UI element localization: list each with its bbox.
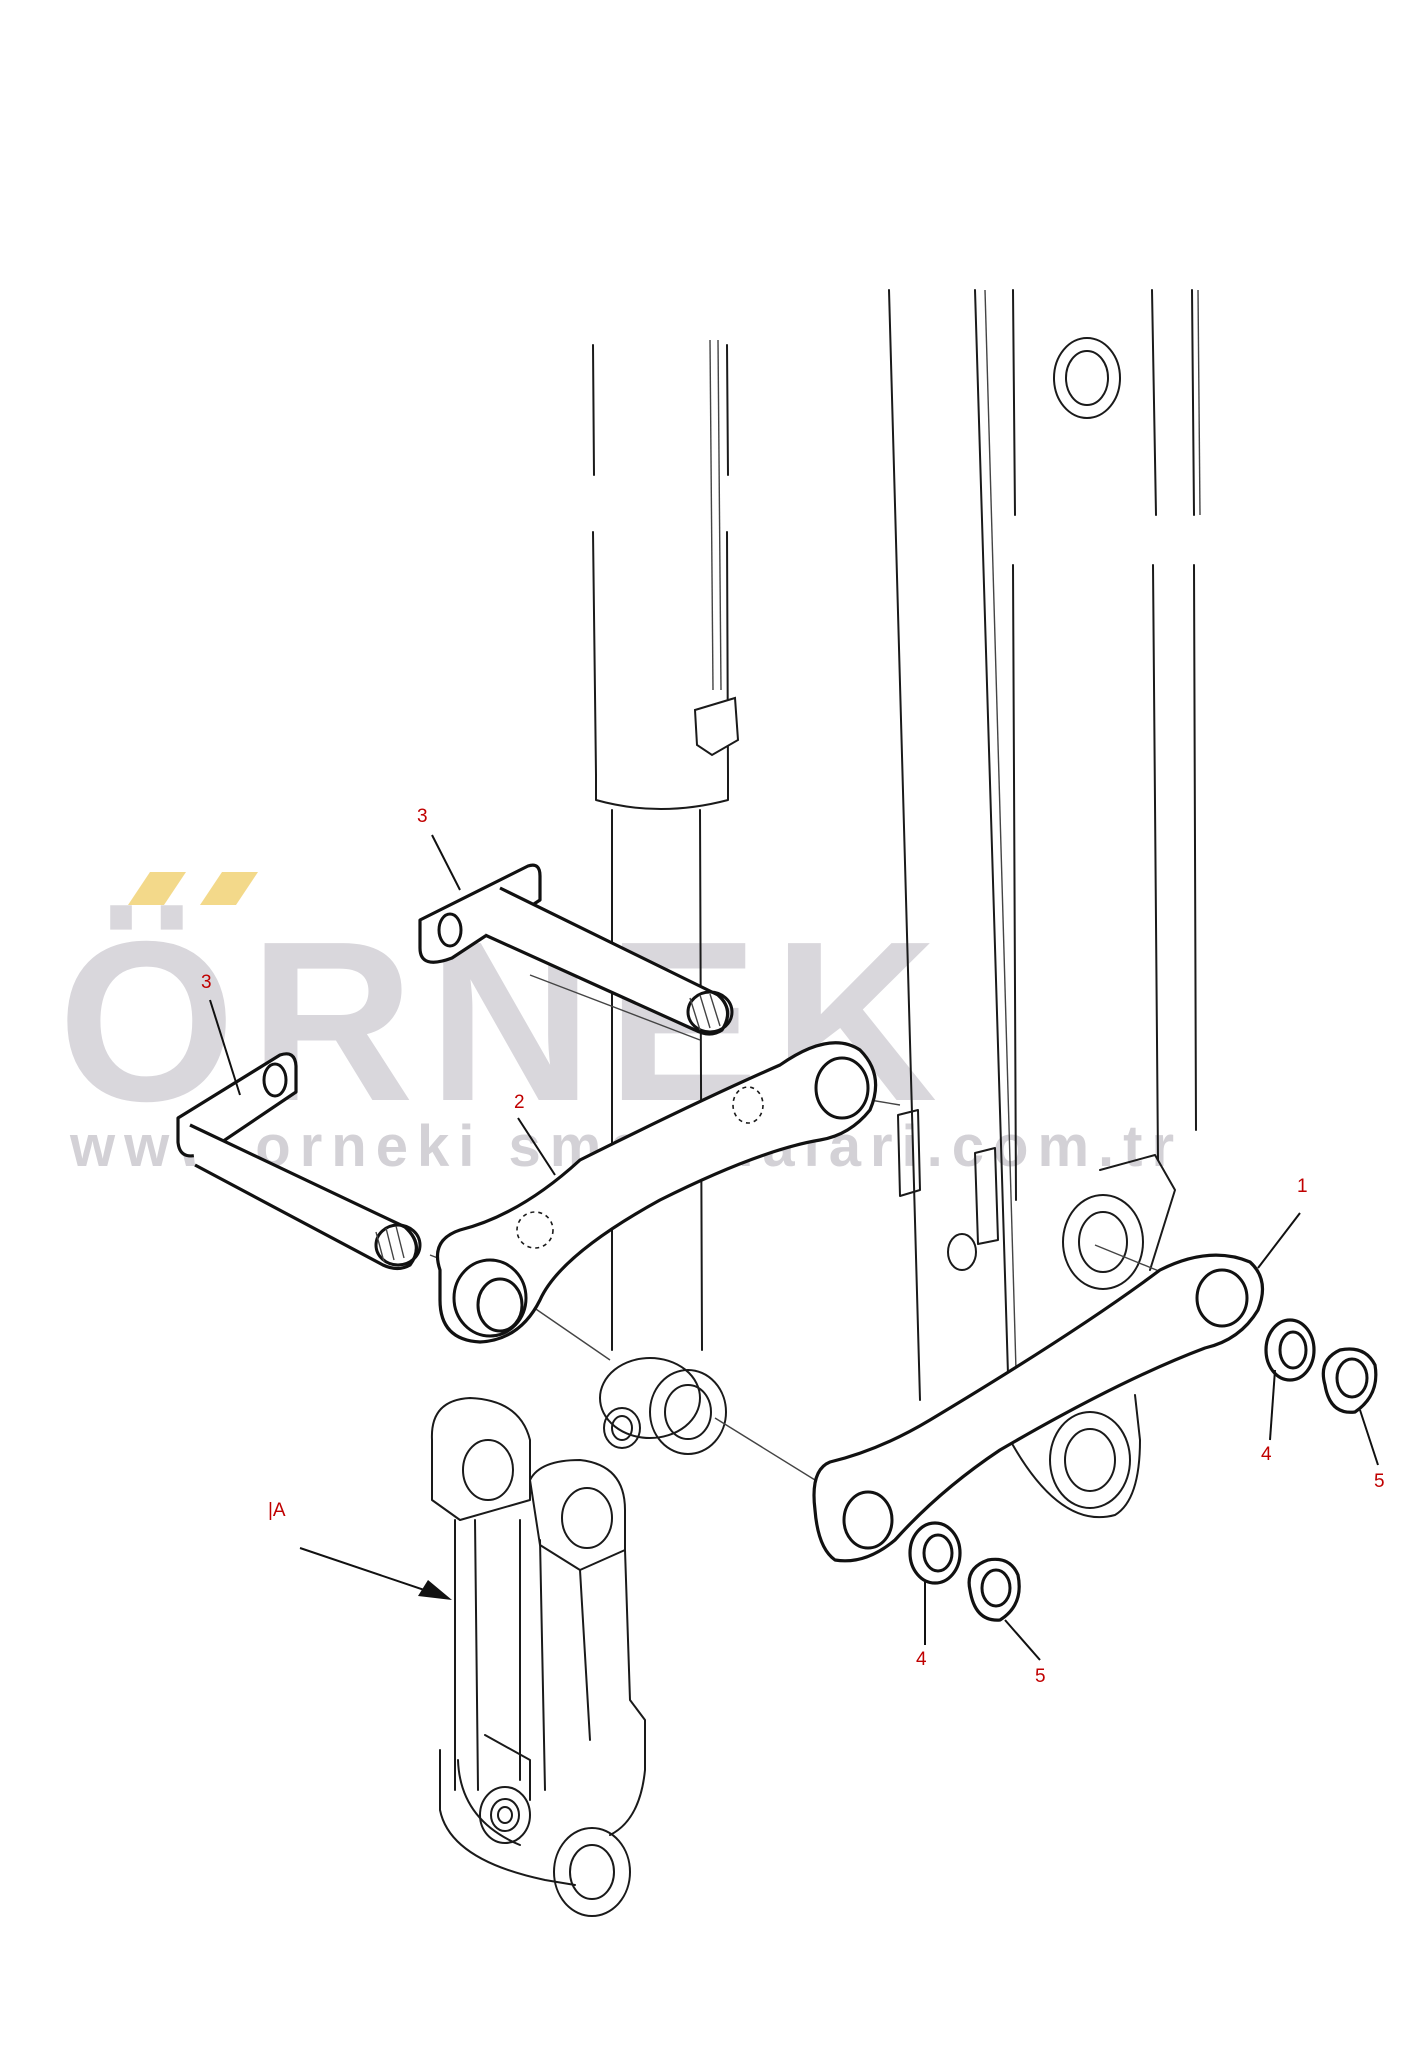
view-a-label: |A: [268, 1500, 286, 1521]
callout-labels: 1 2 3 3 4 4 5 5 |A: [201, 806, 1385, 1687]
nut-5-bottom: [967, 1557, 1021, 1622]
callout-5-right: 5: [1374, 1471, 1385, 1492]
callout-3-left: 3: [201, 972, 212, 993]
boom-structure: [888, 289, 1201, 1519]
watermark-accent-left: [128, 872, 186, 905]
link-1: [812, 1253, 1265, 1563]
link-2: [435, 1041, 878, 1344]
bucket-linkage: [430, 1397, 646, 1917]
callout-4-bottom: 4: [916, 1649, 927, 1670]
callout-3-top: 3: [417, 806, 428, 827]
pin-3-left: [176, 1052, 422, 1271]
washer-4-right: [1264, 1318, 1316, 1382]
pin-3-top: [418, 863, 734, 1036]
washer-4-bottom: [908, 1521, 962, 1585]
callout-5-bottom: 5: [1035, 1666, 1046, 1687]
view-a-arrowhead: [418, 1580, 452, 1600]
callout-1: 1: [1297, 1176, 1308, 1197]
nut-5-right: [1321, 1347, 1378, 1414]
watermark-accent-right: [200, 872, 258, 905]
leader-lines: [209, 834, 1379, 1661]
callout-4-right: 4: [1261, 1444, 1272, 1465]
hydraulic-cylinder: [592, 339, 740, 1455]
callout-2: 2: [514, 1092, 525, 1113]
